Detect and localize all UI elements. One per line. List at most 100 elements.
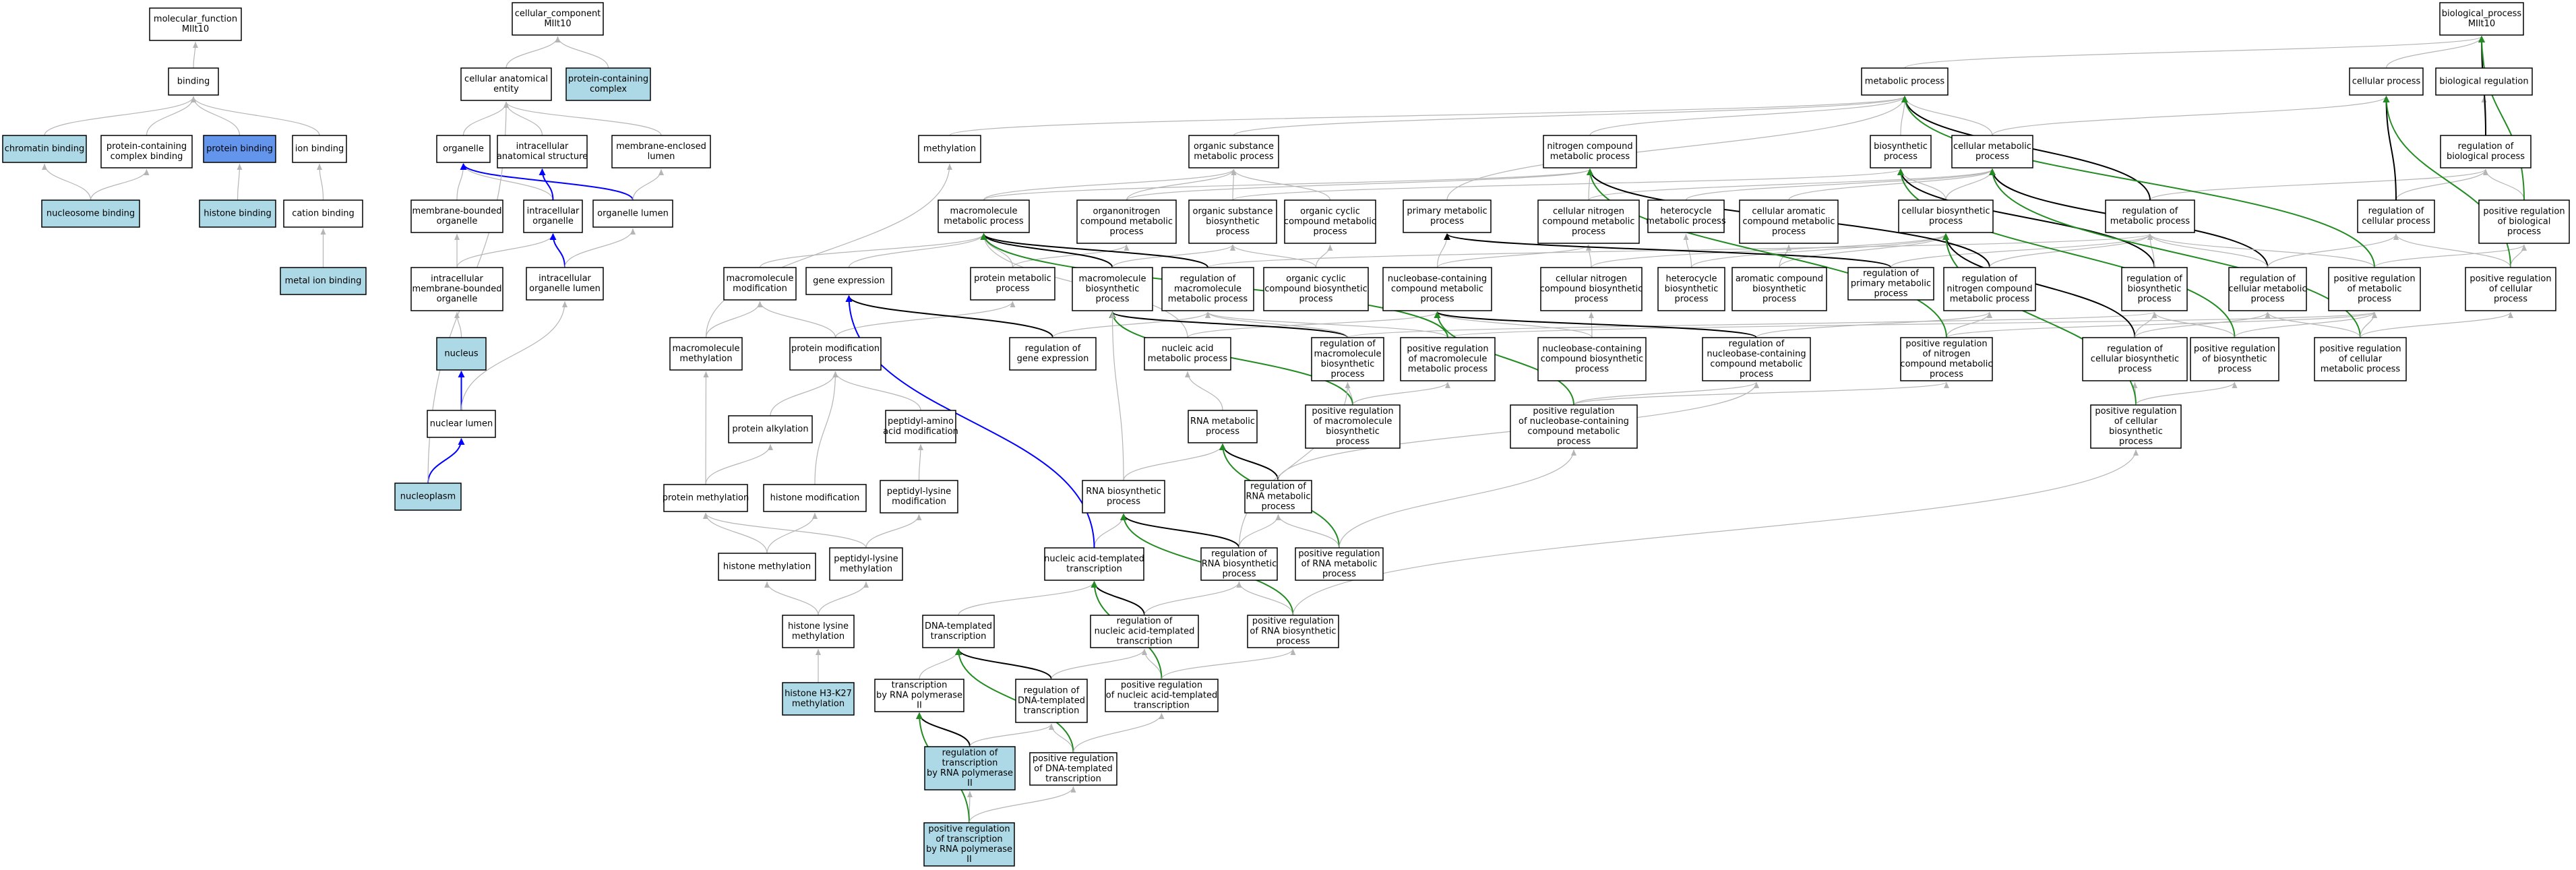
go-term-node-regnbccmp[interactable]: regulation ofnucleobase-containingcompou… [1702, 337, 1811, 381]
go-term-node-nucleus[interactable]: nucleus [436, 337, 487, 371]
go-term-node-metalion[interactable]: metal ion binding [280, 267, 367, 295]
go-term-node-ionbind[interactable]: ion binding [292, 135, 347, 163]
go-term-node-ol[interactable]: organelle lumen [592, 199, 673, 228]
go-term-node-chromatin[interactable]: chromatin binding [2, 135, 87, 163]
go-term-node-cation[interactable]: cation binding [283, 199, 363, 228]
go-term-node-histmod[interactable]: histone modification [763, 484, 867, 512]
go-term-node-histmeth[interactable]: histone methylation [718, 553, 816, 581]
go-term-node-cellproc[interactable]: cellular process [2349, 67, 2424, 96]
go-term-node-metproc[interactable]: metabolic process [1861, 67, 1949, 96]
go-term-node-protalk[interactable]: protein alkylation [728, 415, 813, 443]
go-term-node-histbind[interactable]: histone binding [199, 199, 276, 228]
go-term-node-nuclum[interactable]: nuclear lumen [427, 410, 496, 438]
go-term-node-protmeth[interactable]: protein methylation [663, 484, 749, 512]
go-term-node-nucleoplasm[interactable]: nucleoplasm [394, 483, 462, 511]
go-term-node-nucleosome[interactable]: nucleosome binding [41, 199, 140, 228]
go-term-node-geneexp[interactable]: gene expression [805, 267, 892, 295]
go-term-node-organelle[interactable]: organelle [436, 135, 491, 163]
go-term-node-bioreg[interactable]: biological regulation [2435, 67, 2533, 96]
go-term-node-binding[interactable]: binding [168, 67, 219, 96]
go-term-node-protbind[interactable]: protein binding [203, 135, 276, 163]
go-term-node-regmbp[interactable]: regulation ofmacromoleculebiosyntheticpr… [1311, 337, 1384, 381]
